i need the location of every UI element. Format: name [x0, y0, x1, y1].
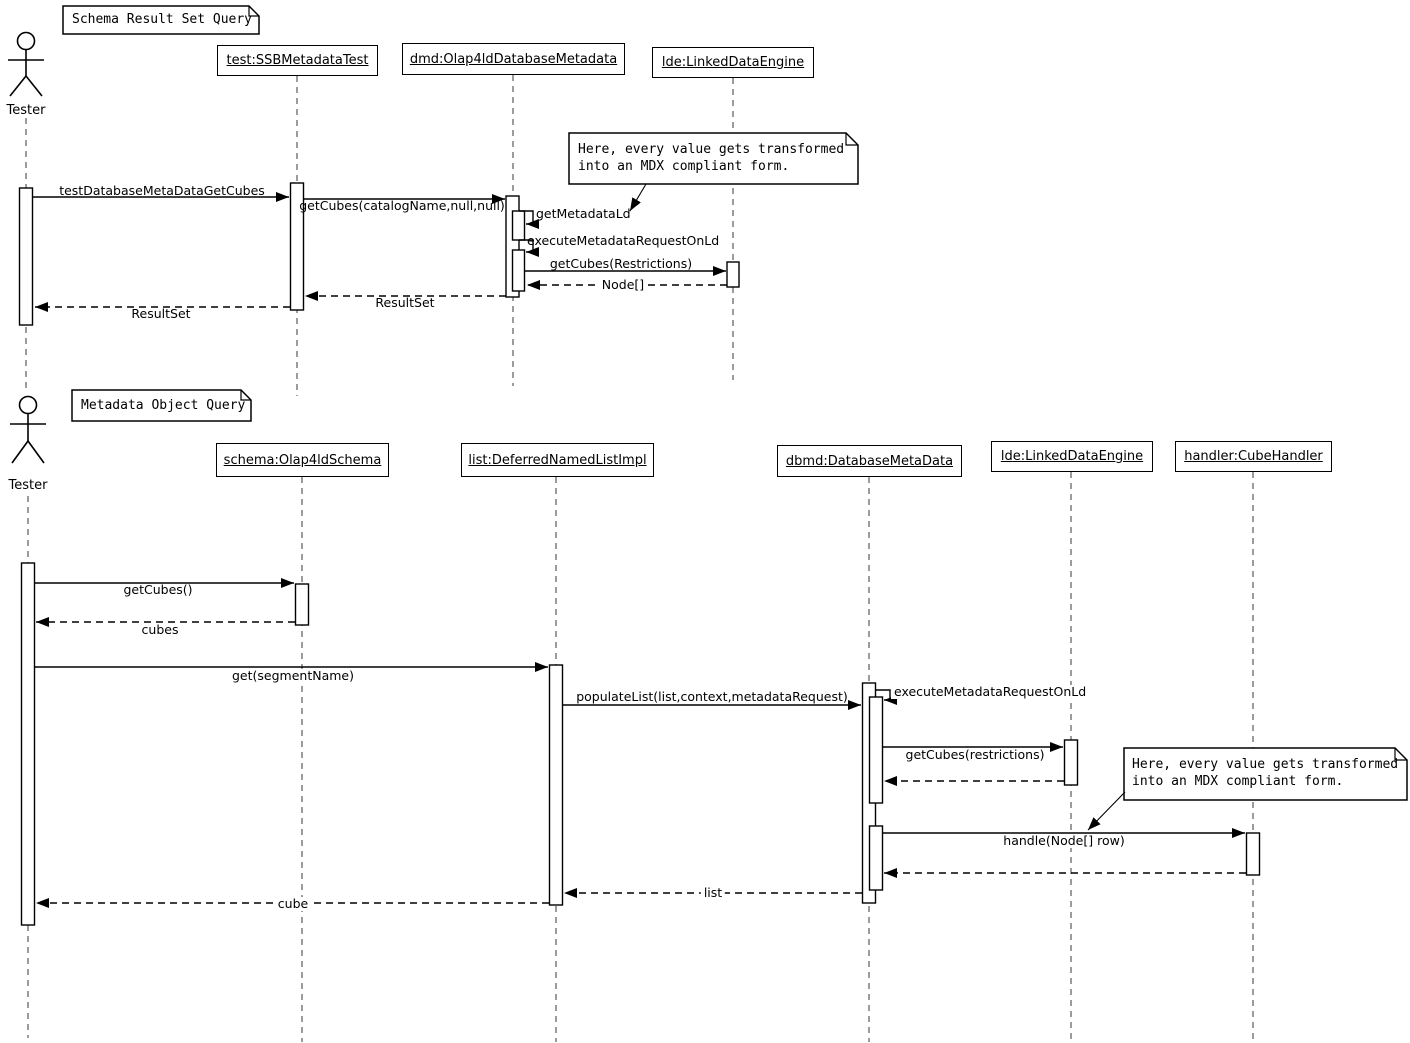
self-call-get-metadata-ld: [519, 210, 539, 229]
actor-label-tester-1: Tester: [6, 103, 46, 118]
actor-figure-tester-2: [10, 395, 46, 464]
msg-label-get-metadata-ld: getMetadataLd: [536, 206, 631, 221]
note-pointer-2: [1087, 791, 1126, 831]
activation-dmd-nested-2: [511, 249, 526, 292]
lifeline-head-lde-2-label: lde:LinkedDataEngine: [1000, 449, 1144, 464]
lifeline-head-lde-1-label: lde:LinkedDataEngine: [661, 55, 805, 70]
msg-label-get-cubes-restrictions-2: getCubes(restrictions): [905, 747, 1045, 762]
lifeline-head-handler: handler:CubeHandler: [1175, 441, 1332, 472]
activation-test: [289, 182, 305, 311]
title-note-fold-2: [240, 390, 251, 401]
title-note-fold-1: [248, 6, 259, 17]
lifeline-head-schema: schema:Olap4ldSchema: [216, 443, 389, 477]
lifeline-head-schema-label: schema:Olap4ldSchema: [223, 452, 382, 468]
note-1-text: Here, every value gets transformed into …: [578, 141, 844, 175]
msg-label-resultset-to-tester: ResultSet: [131, 306, 191, 321]
lifeline-head-dmd: dmd:Olap4ldDatabaseMetadata: [402, 43, 625, 75]
actor-label-tester-2: Tester: [8, 478, 48, 493]
msg-label-execute-metadata-1: executeMetadataRequestOnLd: [527, 233, 720, 248]
note-box-1: [568, 132, 859, 185]
activation-dmd-nested-1: [511, 210, 526, 241]
activation-tester-1: [18, 187, 34, 326]
msg-label-get-cubes-catalog: getCubes(catalogName,null,null): [299, 198, 505, 213]
lifeline-head-list-label: list:DeferredNamedListImpl: [468, 452, 647, 468]
note-2-line-1: Here, every value gets transformed: [1132, 757, 1399, 772]
note-1-line-2: into an MDX compliant form.: [578, 159, 790, 174]
msg-label-populate-list: populateList(list,context,metadataReques…: [576, 689, 848, 704]
lifeline-head-test-label: test:SSBMetadataTest: [226, 53, 369, 68]
activation-dbmd-nested-2: [868, 825, 884, 891]
lifeline-head-handler-label: handler:CubeHandler: [1184, 449, 1323, 464]
msg-label-cube-return: cube: [274, 897, 312, 911]
msg-label-get-cubes: getCubes(): [123, 582, 193, 597]
note-2-text: Here, every value gets transformed into …: [1132, 756, 1398, 790]
msg-label-execute-metadata-2: executeMetadataRequestOnLd: [891, 685, 1090, 699]
title-note-box-2: [71, 389, 252, 422]
actor-figure-tester-1: [8, 31, 44, 97]
activation-schema: [294, 583, 310, 626]
activation-tester-2: [20, 562, 36, 926]
lifeline-head-dmd-label: dmd:Olap4ldDatabaseMetadata: [409, 51, 618, 67]
lifeline-head-lde-2: lde:LinkedDataEngine: [991, 441, 1153, 472]
activation-lde-1: [726, 261, 740, 288]
lifeline-head-dbmd-label: dbmd:DatabaseMetaData: [785, 453, 954, 469]
note-pointer-1: [629, 183, 647, 212]
lifeline-head-lde-1: lde:LinkedDataEngine: [652, 47, 814, 78]
note-fold-1: [845, 133, 858, 146]
lifeline-head-test: test:SSBMetadataTest: [217, 45, 378, 76]
msg-label-node-array: Node[]: [598, 278, 648, 292]
diagram1-title: Schema Result Set Query: [72, 12, 253, 27]
msg-label-get-segment-name: get(segmentName): [229, 669, 357, 683]
note-1-line-1: Here, every value gets transformed: [578, 142, 845, 157]
diagram2-title: Metadata Object Query: [81, 398, 246, 413]
lifeline-head-dbmd: dbmd:DatabaseMetaData: [777, 445, 962, 477]
lifeline-head-list: list:DeferredNamedListImpl: [461, 443, 654, 477]
note-fold-2: [1394, 748, 1407, 761]
msg-label-handle-node-row: handle(Node[] row): [1000, 834, 1128, 848]
activation-handler: [1245, 832, 1261, 876]
self-call-execute-metadata-2: [876, 689, 897, 705]
msg-label-get-cubes-restrictions-1: getCubes(Restrictions): [549, 256, 693, 271]
activation-list: [548, 664, 564, 906]
msg-label-cubes: cubes: [141, 622, 179, 637]
note-box-2: [1123, 747, 1408, 801]
note-2-line-2: into an MDX compliant form.: [1132, 774, 1344, 789]
msg-label-resultset-to-test: ResultSet: [375, 295, 435, 310]
activation-lde-2: [1063, 739, 1079, 786]
msg-label-list-return: list: [700, 886, 726, 900]
activation-dbmd-nested-1: [868, 696, 884, 804]
self-call-execute-metadata-1: [519, 239, 539, 257]
title-note-box-1: [62, 5, 260, 35]
msg-label-test-db-get-cubes: testDatabaseMetaDataGetCubes: [59, 183, 265, 198]
